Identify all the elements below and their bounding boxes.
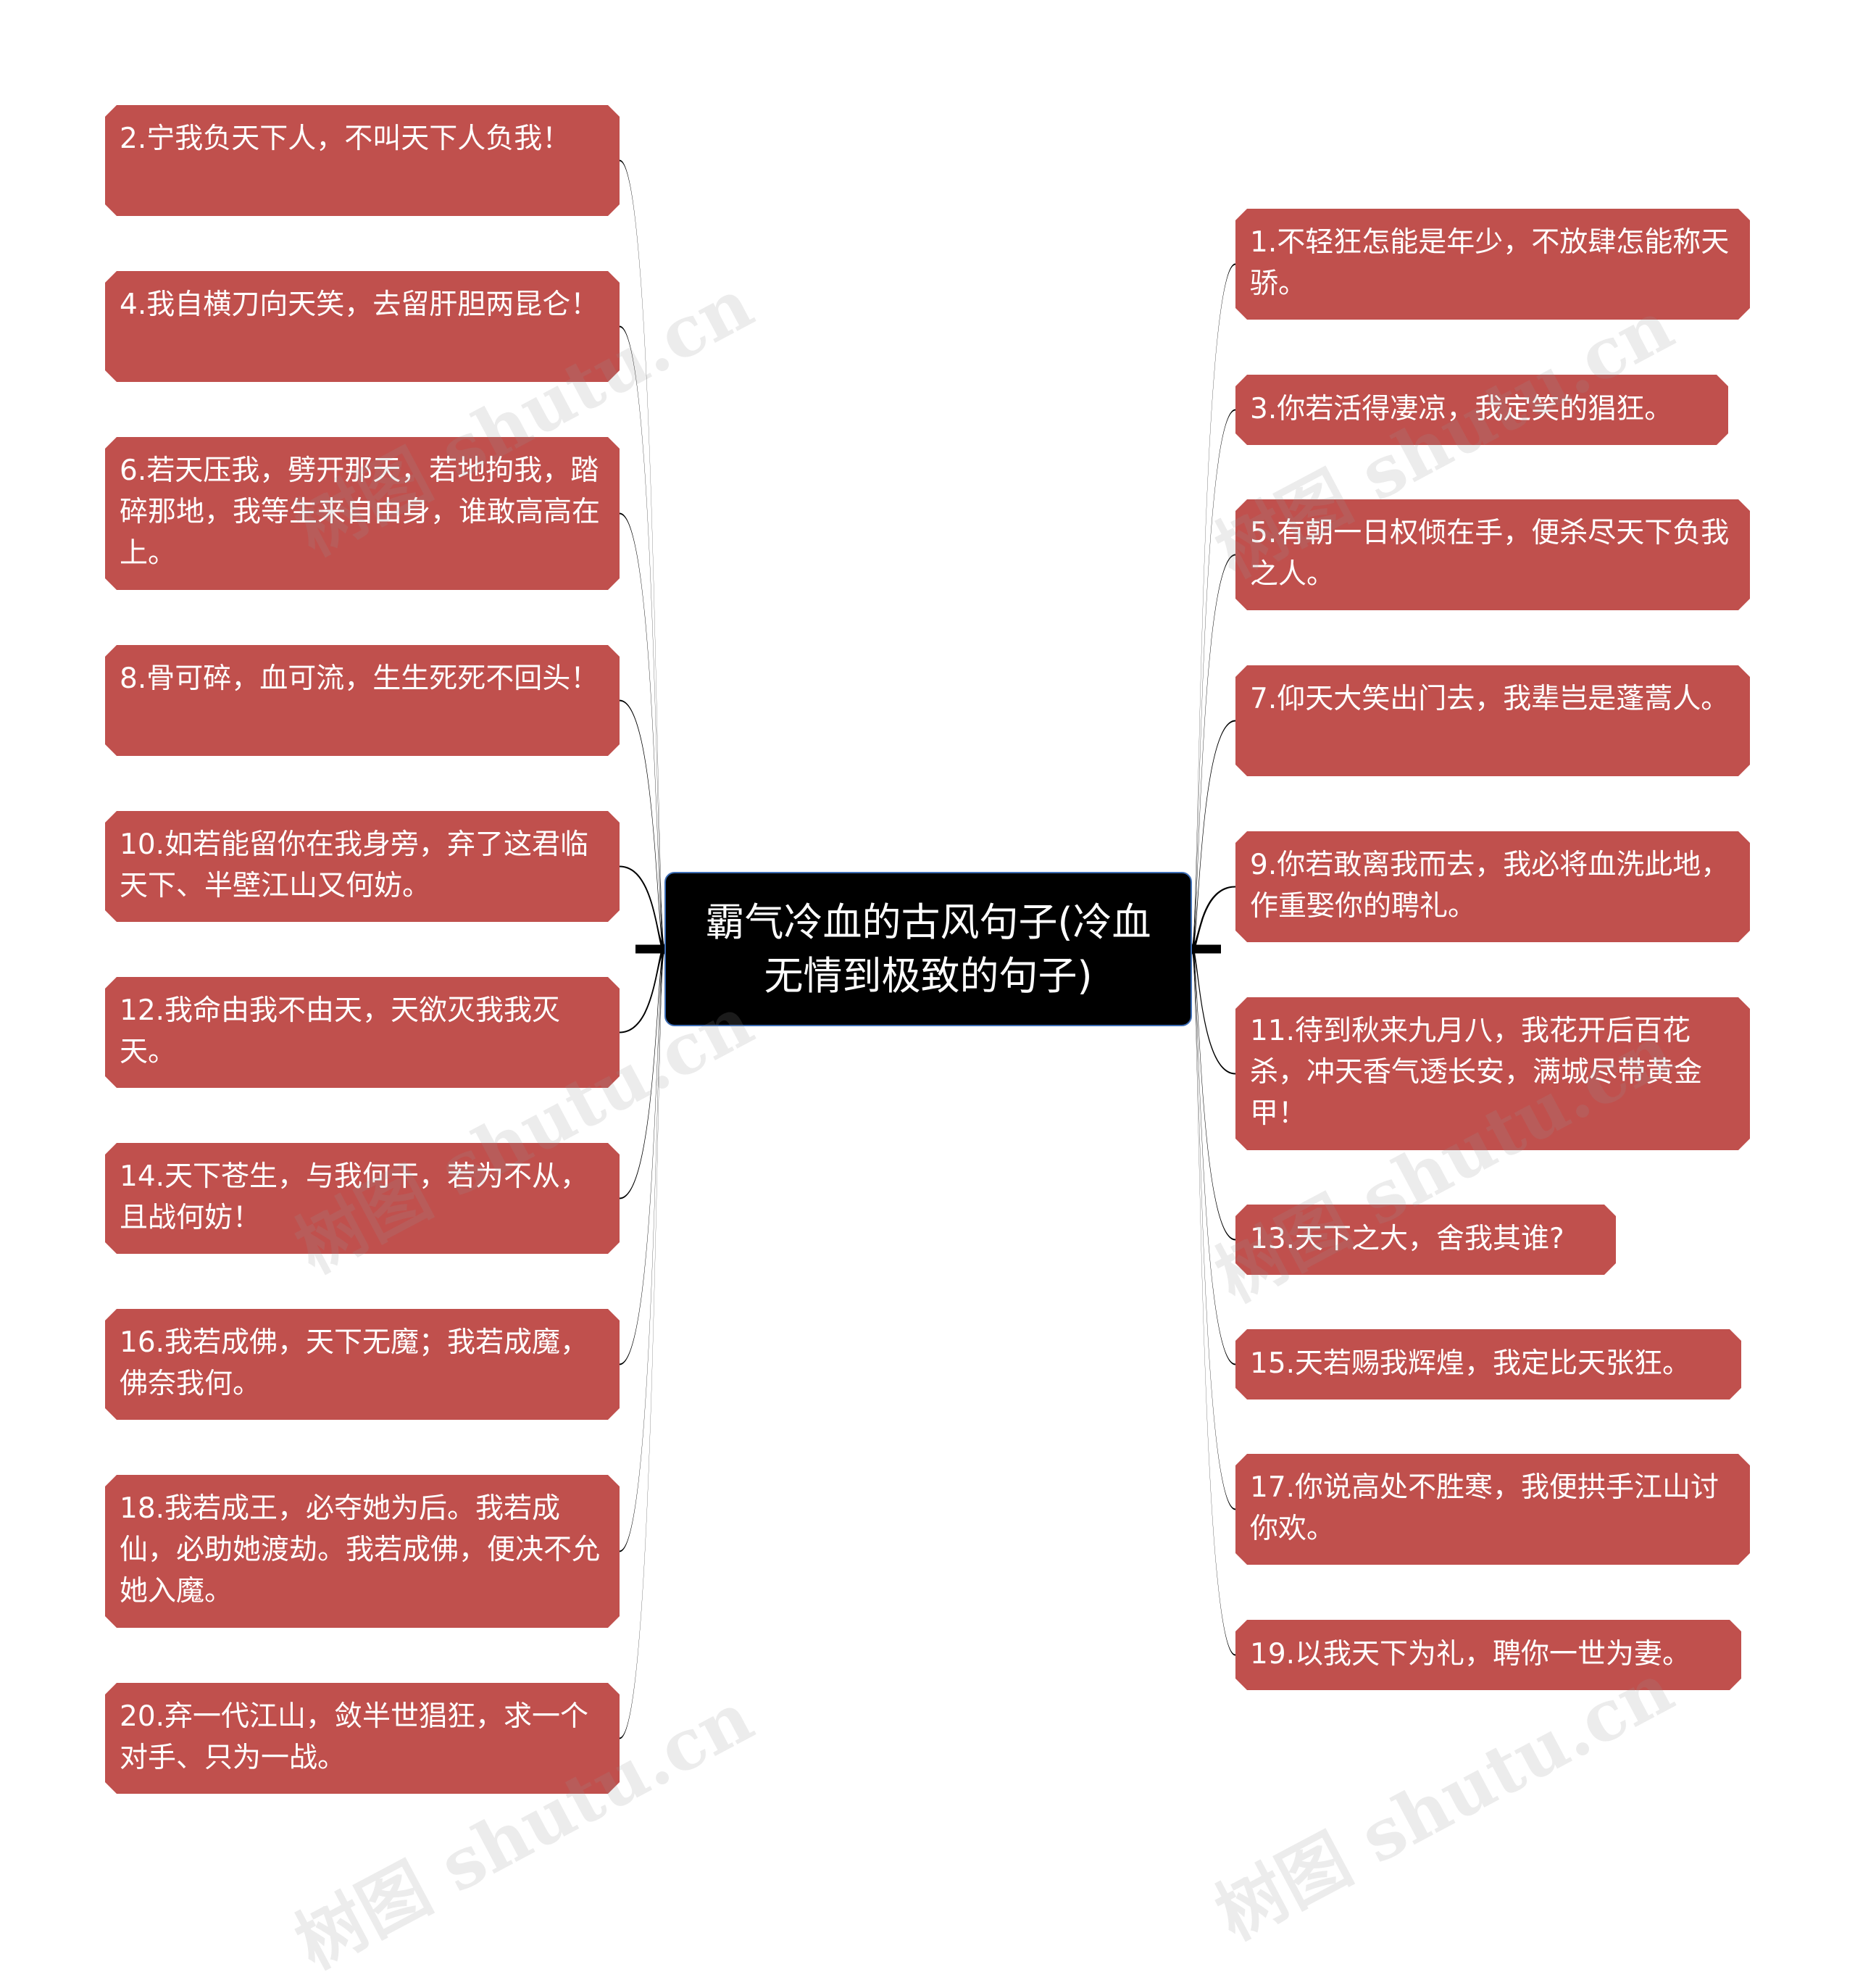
left-node-7-connector bbox=[620, 944, 664, 1199]
right-node-5[interactable]: 9.你若敢离我而去，我必将血洗此地，作重娶你的聘礼。 bbox=[1235, 831, 1750, 942]
right-node-9[interactable]: 17.你说高处不胜寒，我便拱手江山讨你欢。 bbox=[1235, 1454, 1750, 1565]
central-topic-label: 霸气冷血的古风句子(冷血无情到极致的句子) bbox=[705, 899, 1151, 999]
left-node-1-connector bbox=[620, 159, 664, 954]
left-node-3[interactable]: 6.若天压我，劈开那天，若地拘我，踏碎那地，我等生来自由身，谁敢高高在上。 bbox=[105, 437, 620, 590]
right-node-9-connector bbox=[1192, 944, 1235, 1510]
right-node-6-connector bbox=[1192, 944, 1235, 1075]
left-node-2-connector bbox=[620, 325, 664, 954]
right-node-1-connector bbox=[1192, 263, 1235, 954]
right-node-8[interactable]: 15.天若赐我辉煌，我定比天张狂。 bbox=[1235, 1329, 1741, 1399]
left-hub-stub bbox=[635, 944, 664, 954]
left-node-2[interactable]: 4.我自横刀向天笑，去留肝胆两昆仑！ bbox=[105, 271, 620, 382]
left-node-7[interactable]: 14.天下苍生，与我何干，若为不从，且战何妨！ bbox=[105, 1143, 620, 1254]
left-node-1[interactable]: 2.宁我负天下人，不叫天下人负我！ bbox=[105, 105, 620, 216]
central-topic[interactable]: 霸气冷血的古风句子(冷血无情到极致的句子) bbox=[664, 872, 1192, 1026]
right-node-6[interactable]: 11.待到秋来九月八，我花开后百花杀，冲天香气透长安，满城尽带黄金甲！ bbox=[1235, 997, 1750, 1150]
right-node-7[interactable]: 13.天下之大，舍我其谁? bbox=[1235, 1205, 1616, 1275]
left-node-6-connector bbox=[620, 944, 664, 1033]
right-node-4[interactable]: 7.仰天大笑出门去，我辈岂是蓬蒿人。 bbox=[1235, 665, 1750, 776]
right-node-3-connector bbox=[1192, 554, 1235, 954]
right-node-10[interactable]: 19.以我天下为礼，聘你一世为妻。 bbox=[1235, 1620, 1741, 1690]
left-node-10-connector bbox=[620, 944, 664, 1739]
right-node-1[interactable]: 1.不轻狂怎能是年少，不放肆怎能称天骄。 bbox=[1235, 209, 1750, 320]
left-node-6[interactable]: 12.我命由我不由天，天欲灭我我灭天。 bbox=[105, 977, 620, 1088]
right-node-5-connector bbox=[1192, 886, 1235, 954]
right-hub-stub bbox=[1192, 944, 1221, 954]
right-node-7-connector bbox=[1192, 944, 1235, 1241]
right-node-8-connector bbox=[1192, 944, 1235, 1365]
connector-lines bbox=[620, 159, 1235, 1739]
left-node-4[interactable]: 8.骨可碎，血可流，生生死死不回头！ bbox=[105, 645, 620, 756]
right-node-3[interactable]: 5.有朝一日权倾在手，便杀尽天下负我之人。 bbox=[1235, 499, 1750, 610]
left-node-5[interactable]: 10.如若能留你在我身旁，弃了这君临天下、半壁江山又何妨。 bbox=[105, 811, 620, 922]
left-node-5-connector bbox=[620, 865, 664, 954]
left-node-10[interactable]: 20.弃一代江山，敛半世猖狂，求一个对手、只为一战。 bbox=[105, 1683, 620, 1794]
left-node-4-connector bbox=[620, 699, 664, 954]
right-node-2-connector bbox=[1192, 409, 1235, 954]
left-node-9[interactable]: 18.我若成王，必夺她为后。我若成仙，必助她渡劫。我若成佛，便决不允她入魔。 bbox=[105, 1475, 620, 1628]
right-node-4-connector bbox=[1192, 720, 1235, 954]
left-node-8[interactable]: 16.我若成佛，天下无魔；我若成魔，佛奈我何。 bbox=[105, 1309, 620, 1420]
left-node-9-connector bbox=[620, 944, 664, 1552]
right-node-2[interactable]: 3.你若活得凄凉，我定笑的猖狂。 bbox=[1235, 375, 1728, 445]
